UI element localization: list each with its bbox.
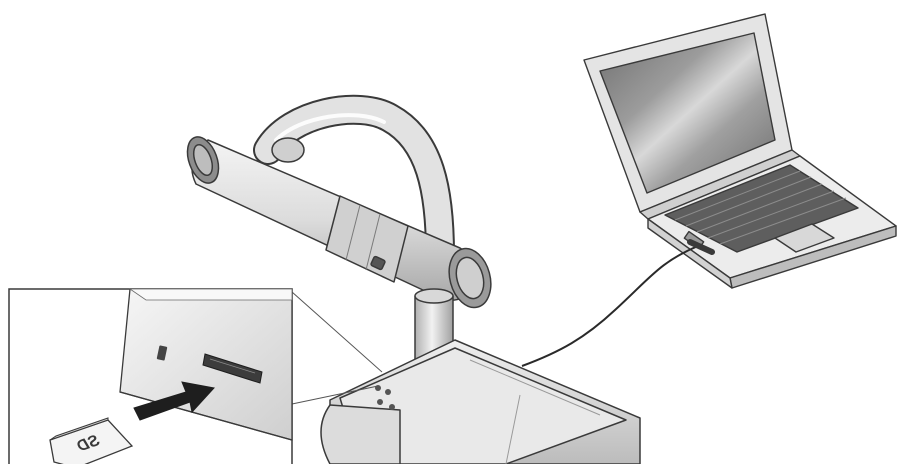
- laptop-icon: [584, 14, 896, 288]
- usb-cable-icon: [522, 246, 698, 366]
- sd-slot-inset: SD: [9, 289, 292, 464]
